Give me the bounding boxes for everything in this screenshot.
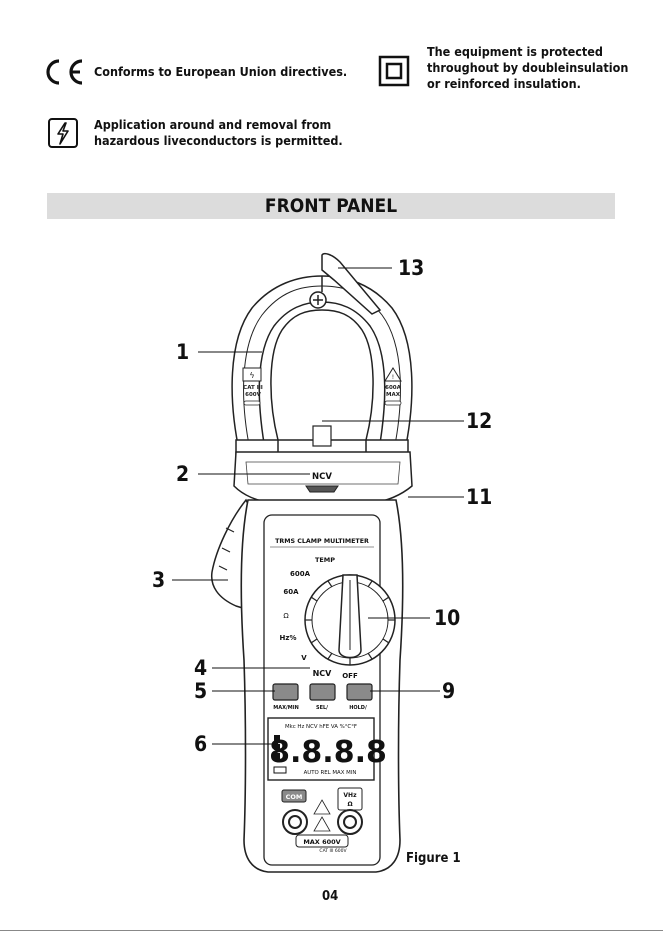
dial-label-v: V [301, 654, 307, 662]
callout-13: 13 [398, 256, 425, 280]
com-label: COM [286, 793, 303, 801]
section-title: FRONT PANEL [264, 195, 398, 217]
section-header: FRONT PANEL [47, 193, 615, 219]
double-insulation-description: The equipment is protected throughout by… [427, 44, 628, 92]
dial-label-ncv: NCV [313, 669, 333, 678]
vhz-label: VHz [343, 792, 357, 799]
hold-button [346, 683, 373, 701]
live-conductor-line: Application around and removal from [94, 117, 332, 132]
hold-button-label: HOLD/ [349, 705, 367, 711]
dial-label-hz: Hz% [280, 634, 297, 642]
max-voltage-label: MAX 600V [303, 838, 340, 846]
page-number: 04 [322, 889, 339, 904]
dial-label-60a: 60A [283, 588, 299, 596]
bottom-rule [0, 930, 663, 931]
callout-2: 2 [176, 462, 190, 486]
lcd-bottom-row: AUTO REL MAX MIN [304, 770, 357, 776]
figure-caption: Figure 1 [406, 851, 461, 866]
meter-title: TRMS CLAMP MULTIMETER [275, 538, 369, 545]
svg-text:Ω: Ω [283, 612, 289, 620]
jaw-left-label: 600V [245, 392, 261, 398]
live-conductor-line: hazardous liveconductors is permitted. [94, 133, 343, 148]
lcd-top-row: Mkc Hz NCV hFE VA %°C°F [285, 724, 357, 730]
maxmin-button [272, 683, 299, 701]
ce-description: Conforms to European Union directives. [94, 64, 348, 79]
sel-button [309, 683, 336, 701]
svg-text:ϟ: ϟ [249, 371, 254, 380]
jaw-right-label: 600A [385, 385, 401, 391]
live-conductor-icon [47, 117, 79, 149]
callout-9: 9 [442, 679, 456, 703]
clamp-meter-figure: ϟ CAT III 600V ! 600A MAX NCV TRMS CLAMP… [172, 252, 464, 873]
svg-text:!: ! [392, 374, 394, 381]
jaw-left-label: CAT III [243, 385, 263, 391]
callout-5: 5 [194, 679, 208, 703]
dial-label-off: OFF [342, 672, 358, 680]
dial-label-600a: 600A [290, 570, 311, 578]
double-insulation-line: or reinforced insulation. [427, 76, 581, 91]
callout-4: 4 [194, 656, 208, 680]
callout-12: 12 [466, 409, 493, 433]
cat-label: CAT III 600V [319, 848, 347, 854]
lcd-digits: 8.8.8.8 [269, 735, 387, 770]
ncv-label: NCV [312, 472, 332, 482]
callout-6: 6 [194, 732, 208, 756]
callout-10: 10 [434, 606, 461, 630]
jaw-right-label: MAX [386, 392, 401, 398]
jaw-tip [321, 252, 382, 315]
double-insulation-icon [378, 55, 410, 87]
ce-mark-icon [40, 58, 86, 86]
maxmin-button-label: MAX/MIN [273, 705, 299, 711]
live-conductor-description: Application around and removal from haza… [94, 117, 343, 149]
callout-11: 11 [466, 485, 493, 509]
double-insulation-line: The equipment is protected [427, 44, 603, 59]
svg-text:Ω: Ω [347, 801, 352, 808]
callout-3: 3 [152, 568, 166, 592]
sel-button-label: SEL/ [316, 705, 328, 711]
double-insulation-line: throughout by doubleinsulation [427, 60, 629, 75]
com-label-box [281, 789, 307, 803]
dial-label-temp: TEMP [315, 556, 335, 564]
callout-1: 1 [176, 340, 190, 364]
